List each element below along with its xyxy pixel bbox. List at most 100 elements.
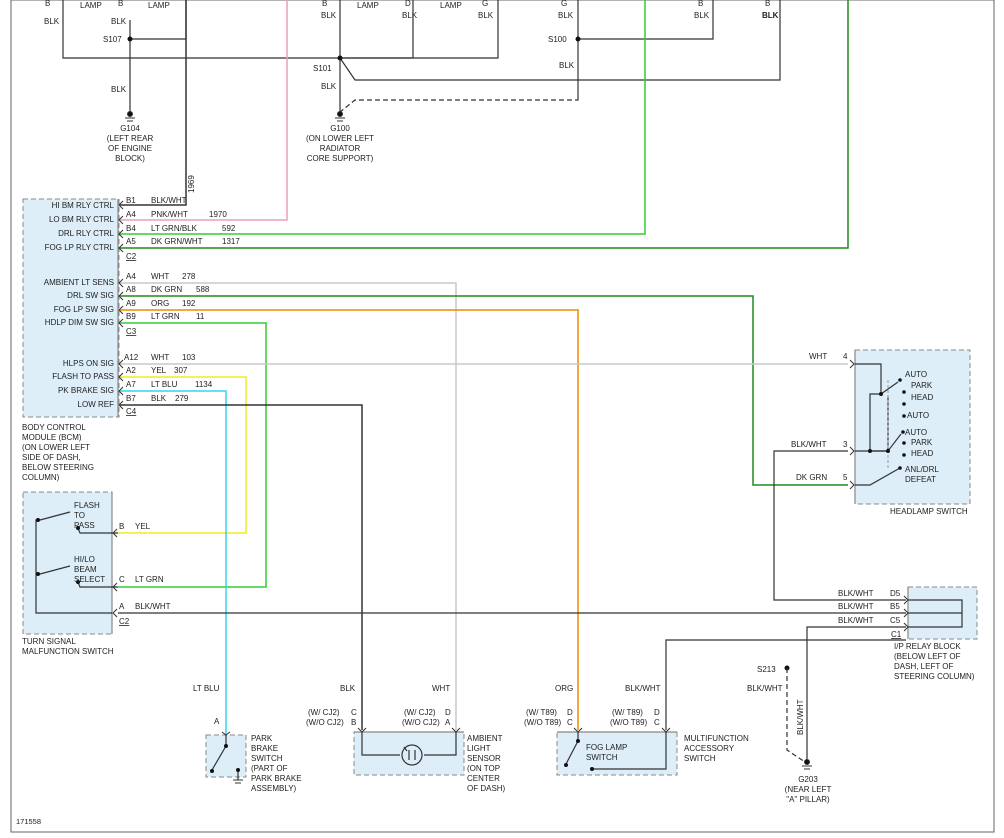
wire-color-label: BLK/WHT — [796, 699, 805, 735]
svg-text:BLK/WHT: BLK/WHT — [151, 196, 187, 205]
wire-fog-sw — [120, 309, 579, 730]
option-label: (W/O CJ2) — [402, 718, 440, 727]
svg-text:ORG: ORG — [151, 299, 169, 308]
wire-drl-sw — [120, 295, 848, 486]
ambient-caption: SENSOR — [467, 754, 501, 763]
svg-text:A2: A2 — [126, 366, 136, 375]
pin-label: C — [567, 718, 573, 727]
svg-text:B1: B1 — [126, 196, 136, 205]
svg-text:C4: C4 — [126, 407, 137, 416]
svg-text:A8: A8 — [126, 285, 136, 294]
pin-label: 5 — [843, 473, 848, 482]
svg-text:OF ENGINE: OF ENGINE — [108, 144, 152, 153]
hilo-label: SELECT — [74, 575, 105, 584]
multifunction-caption: ACCESSORY — [684, 744, 735, 753]
pin-label: B — [322, 0, 327, 8]
ambient-caption: AMBIENT — [467, 734, 503, 743]
pin-label: B — [118, 0, 123, 8]
pin-label: A — [214, 717, 220, 726]
park-caption: BRAKE — [251, 744, 278, 753]
option-label: (W/O T89) — [524, 718, 562, 727]
splice-label: S213 — [757, 665, 776, 674]
pin-label: D — [405, 0, 411, 8]
bcm-pin-label: AMBIENT LT SENS — [44, 278, 114, 287]
svg-text:A7: A7 — [126, 380, 136, 389]
relay-caption: (BELOW LEFT OF — [894, 652, 961, 661]
wire-flash-pass — [118, 376, 247, 534]
bcm-pin-label: HI BM RLY CTRL — [52, 201, 115, 210]
ground-label-g100: G100 (ON LOWER LEFT RADIATOR CORE SUPPOR… — [306, 124, 374, 163]
wire-color-label: BLK — [321, 11, 337, 20]
relay-caption: I/P RELAY BLOCK — [894, 642, 961, 651]
body-control-module: HI BM RLY CTRL LO BM RLY CTRL DRL RLY CT… — [22, 198, 124, 418]
wire-color-label: ORG — [555, 684, 573, 693]
svg-text:YEL: YEL — [151, 366, 167, 375]
pin-label: C5 — [890, 616, 901, 625]
pin-label: A — [445, 718, 451, 727]
park-caption: SWITCH — [251, 754, 283, 763]
wire-color-label: BLK — [559, 61, 575, 70]
diagram-frame — [10, 0, 995, 833]
svg-text:DK GRN/WHT: DK GRN/WHT — [151, 237, 203, 246]
splice-label: S100 — [548, 35, 567, 44]
svg-text:1969: 1969 — [187, 175, 196, 193]
wire-color-label: BLK — [558, 11, 574, 20]
flash-label: FLASH — [74, 501, 100, 510]
switch-position: AUTO — [905, 428, 927, 437]
svg-text:CORE SUPPORT): CORE SUPPORT) — [307, 154, 374, 163]
relay-caption: STEERING COLUMN) — [894, 672, 975, 681]
wire-color-label: BLK — [111, 17, 127, 26]
wire-color-label: YEL — [135, 522, 151, 531]
bcm-wire-labels: B1 BLK/WHT A4 PNK/WHT 1970 B4 LT GRN/BLK… — [124, 175, 240, 416]
relay-caption: DASH, LEFT OF — [894, 662, 954, 671]
bcm-pin-label: DRL SW SIG — [67, 291, 114, 300]
figure-number: 171558 — [16, 817, 41, 826]
switch-position: DEFEAT — [905, 475, 936, 484]
pin-label: A — [119, 602, 125, 611]
pin-label: D — [567, 708, 573, 717]
wire-color-label: WHT — [809, 352, 827, 361]
headlamp-switch: AUTO PARK HEAD AUTO AUTO PARK HEAD ANL/D… — [791, 349, 971, 516]
ambient-caption: LIGHT — [467, 744, 491, 753]
wire-color-label: BLK/WHT — [838, 602, 874, 611]
svg-text:B9: B9 — [126, 312, 136, 321]
lamp-label: LAMP — [148, 1, 170, 10]
svg-text:SIDE OF DASH,: SIDE OF DASH, — [22, 453, 81, 462]
svg-text:A9: A9 — [126, 299, 136, 308]
bcm-output-wires — [118, 0, 849, 735]
ground-symbol-g203 — [802, 759, 812, 770]
park-caption: PARK — [251, 734, 273, 743]
wire-color-label: BLK — [762, 11, 779, 20]
splice-label: S107 — [103, 35, 122, 44]
wire-color-label: BLK/WHT — [747, 684, 783, 693]
option-label: (W/ T89) — [612, 708, 643, 717]
svg-text:278: 278 — [182, 272, 196, 281]
svg-text:DK GRN: DK GRN — [151, 285, 182, 294]
wire-low-ref — [120, 404, 363, 730]
svg-text:WHT: WHT — [151, 353, 169, 362]
svg-text:PNK/WHT: PNK/WHT — [151, 210, 188, 219]
svg-text:WHT: WHT — [151, 272, 169, 281]
pin-label: G — [561, 0, 567, 8]
splice-s107 — [127, 36, 133, 42]
ground-symbol-g100 — [335, 111, 345, 122]
wire-color-label: BLK/WHT — [625, 684, 661, 693]
svg-text:192: 192 — [182, 299, 196, 308]
switch-position: HEAD — [911, 449, 933, 458]
wire-lo-bm — [120, 0, 288, 221]
turn-switch-caption: TURN SIGNAL — [22, 637, 76, 646]
svg-text:279: 279 — [175, 394, 189, 403]
bcm-pin-label: FOG LP SW SIG — [54, 305, 114, 314]
g100-dashed-ground — [339, 98, 579, 113]
svg-text:1970: 1970 — [209, 210, 227, 219]
svg-text:588: 588 — [196, 285, 210, 294]
splice-s101 — [337, 55, 343, 61]
pin-label: G — [482, 0, 488, 8]
svg-text:BLOCK): BLOCK) — [115, 154, 145, 163]
lamp-label: LAMP — [440, 1, 462, 10]
svg-text:"A" PILLAR): "A" PILLAR) — [786, 795, 830, 804]
svg-text:BODY CONTROL: BODY CONTROL — [22, 423, 86, 432]
svg-text:COLUMN): COLUMN) — [22, 473, 60, 482]
option-label: (W/ CJ2) — [404, 708, 436, 717]
pin-label: C — [119, 575, 125, 584]
